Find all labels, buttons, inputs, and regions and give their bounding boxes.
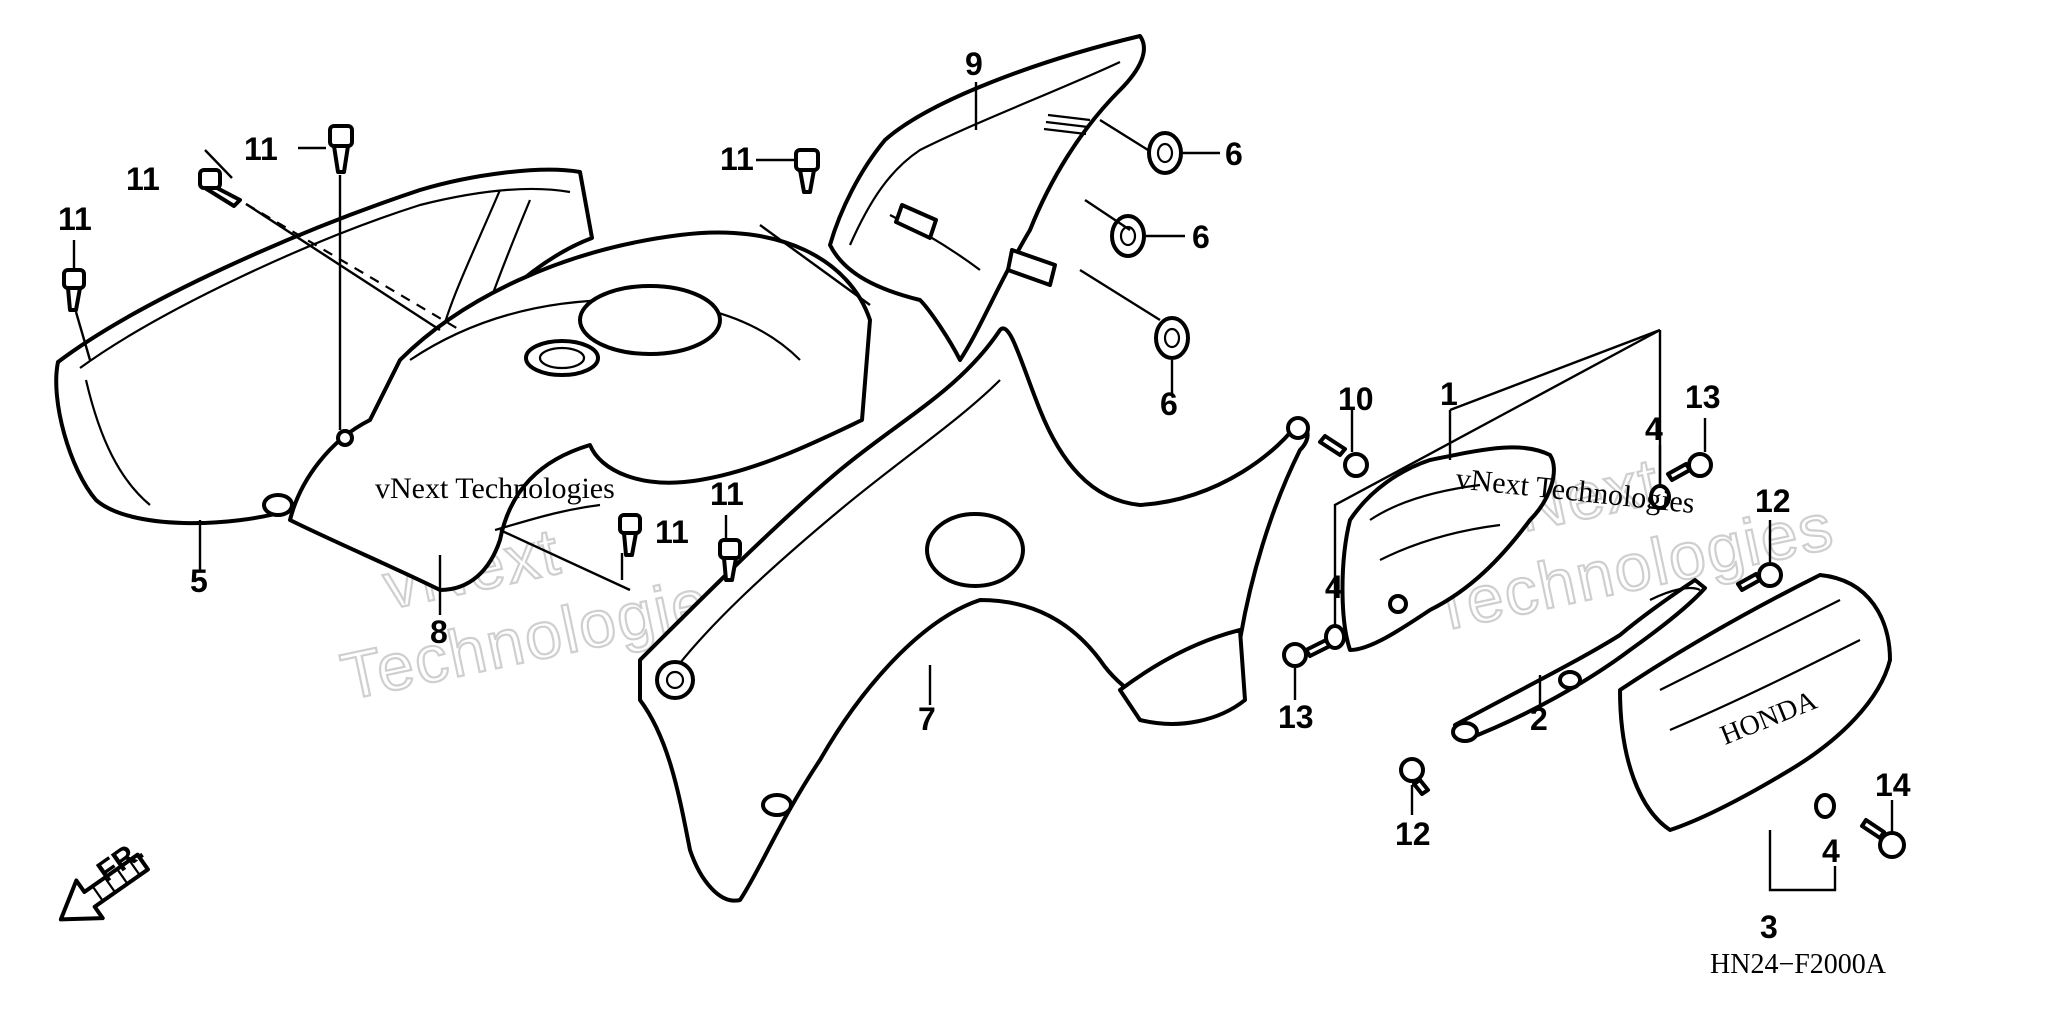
callout-12-upper: 12 (1755, 483, 1791, 519)
leader-lines (72, 82, 1894, 892)
bolt-10 (1318, 434, 1369, 478)
part-2-bracket (1451, 578, 1707, 743)
bolt-13-lower (1282, 638, 1332, 668)
callout-11-a: 11 (244, 131, 278, 167)
callout-6-lower: 6 (1160, 386, 1178, 422)
part-3-muffler-protector: HONDA (1618, 573, 1892, 832)
callout-11-f: 11 (655, 514, 689, 550)
callout-6-middle: 6 (1192, 219, 1210, 255)
callout-8: 8 (430, 614, 448, 650)
part-8-center-panel (288, 230, 872, 592)
clip-11-b (198, 168, 242, 208)
callout-11-b: 11 (126, 161, 160, 197)
part-9-upper-shroud (828, 34, 1146, 362)
callout-6-upper: 6 (1225, 136, 1243, 172)
grommet-upper (1147, 131, 1183, 175)
bolt-14 (1860, 818, 1906, 859)
grommet-lower (1154, 316, 1190, 360)
callout-1: 1 (1440, 376, 1458, 412)
clip-11-e (618, 513, 642, 557)
diagram-code: HN24−F2000A (1710, 949, 1887, 980)
callout-10: 10 (1338, 381, 1374, 417)
washer-4-mid (1324, 624, 1346, 650)
bolt-12-lower (1399, 757, 1430, 796)
front-direction-arrow (58, 852, 150, 922)
watermark-small-left: vNext Technologies (375, 472, 615, 505)
washer-4-lower (1814, 793, 1836, 819)
callout-14: 14 (1875, 767, 1911, 803)
callout-11-d: 11 (720, 141, 754, 177)
callout-7: 7 (918, 701, 936, 737)
part-7-side-panel (638, 326, 1310, 903)
part-1-heat-guard (1340, 445, 1556, 652)
callout-11-c: 11 (58, 201, 92, 237)
callout-4-mid: 4 (1325, 569, 1343, 605)
callouts: 1 2 3 4 4 4 5 6 6 6 7 8 9 10 11 11 11 11… (58, 46, 1911, 945)
callout-13-lower: 13 (1278, 699, 1314, 735)
clip-11-a (328, 124, 354, 174)
callout-5: 5 (190, 563, 208, 599)
callout-9: 9 (965, 46, 983, 82)
grommet-middle (1110, 214, 1146, 258)
callout-12-lower: 12 (1395, 816, 1431, 852)
bolt-12-upper (1736, 562, 1783, 592)
callout-4-lower: 4 (1822, 833, 1840, 869)
clip-11-c (62, 268, 86, 312)
bolt-13-upper (1666, 452, 1713, 482)
clip-11-f (718, 538, 742, 582)
callout-13-upper: 13 (1685, 379, 1721, 415)
callout-11-e: 11 (710, 476, 744, 512)
callout-2: 2 (1530, 701, 1548, 737)
clip-11-d (794, 148, 820, 194)
fasteners (62, 124, 1906, 859)
callout-3: 3 (1760, 909, 1778, 945)
callout-4-upper: 4 (1645, 411, 1663, 447)
